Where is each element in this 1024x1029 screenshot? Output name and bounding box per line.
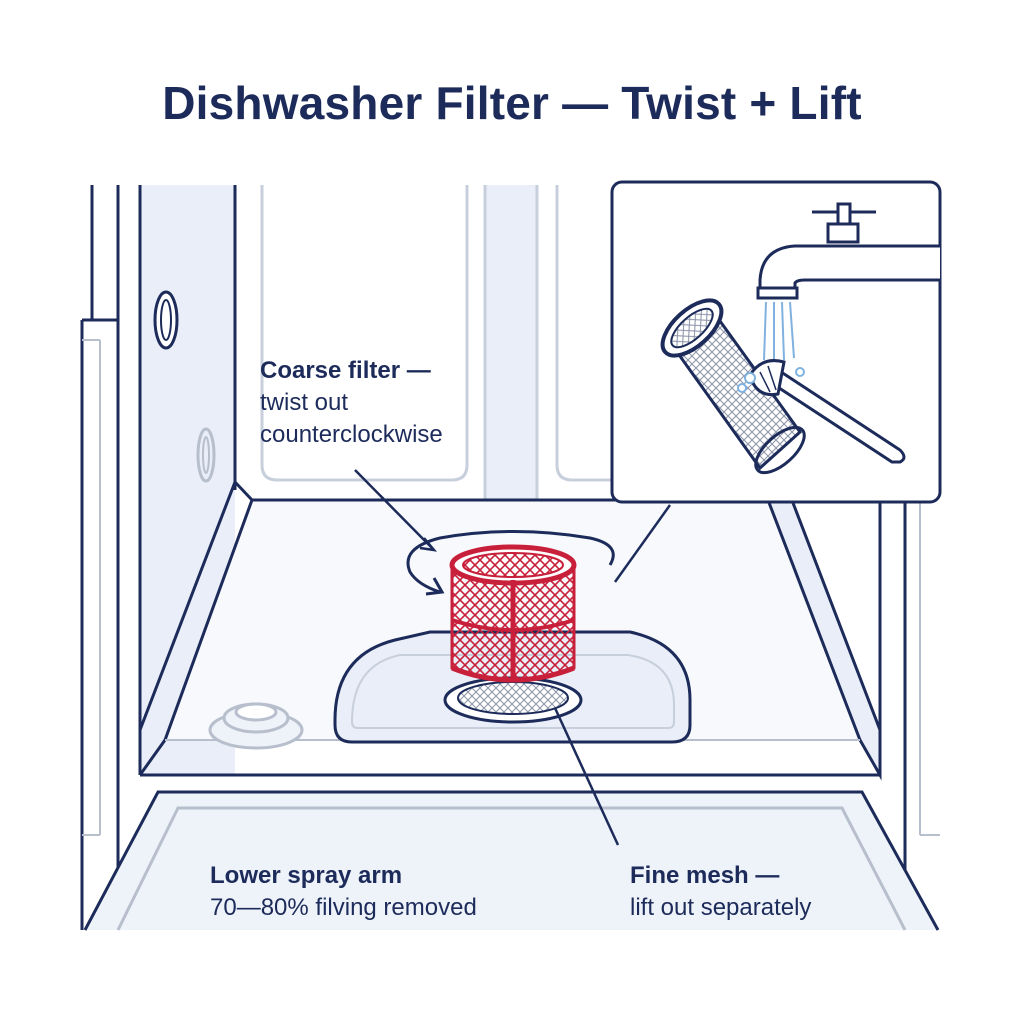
leader-lines: [354, 469, 672, 846]
spray-arm-line: 70—80% filving removed: [210, 894, 477, 921]
fine-mesh: [443, 676, 583, 724]
rotate-arrow-icon: [406, 530, 615, 596]
spray-arm-label: Lower spray arm 70—80% filving removed: [210, 860, 477, 924]
spray-arm-heading: Lower spray arm: [210, 862, 403, 889]
fine-mesh-line: lift out separately: [630, 894, 812, 921]
fine-mesh-heading: Fine mesh —: [630, 862, 780, 889]
coarse-filter-line-2: counterclockwise: [260, 421, 443, 448]
coarse-filter-heading: Coarse filter —: [260, 357, 431, 384]
fine-mesh-label: Fine mesh — lift out separately: [630, 860, 811, 924]
left-frame-inner: [82, 339, 101, 836]
page-title: Dishwasher Filter — Twist + Lift: [162, 77, 862, 129]
faucet-icon: [756, 202, 940, 300]
center-pipe: [483, 185, 539, 520]
toothbrush-icon: [737, 359, 906, 464]
front-rack: [83, 790, 940, 931]
cleaning-inset: [610, 180, 942, 504]
right-frame-inner: [919, 500, 940, 836]
water-stream: [763, 301, 795, 362]
coarse-filter-label: Coarse filter — twist out counterclockwi…: [260, 355, 443, 451]
inset-filter: [660, 298, 806, 475]
left-frame: [80, 185, 120, 930]
coarse-filter: [449, 544, 577, 683]
drain-cap: [208, 702, 304, 750]
coarse-filter-line-1: twist out: [260, 389, 349, 416]
